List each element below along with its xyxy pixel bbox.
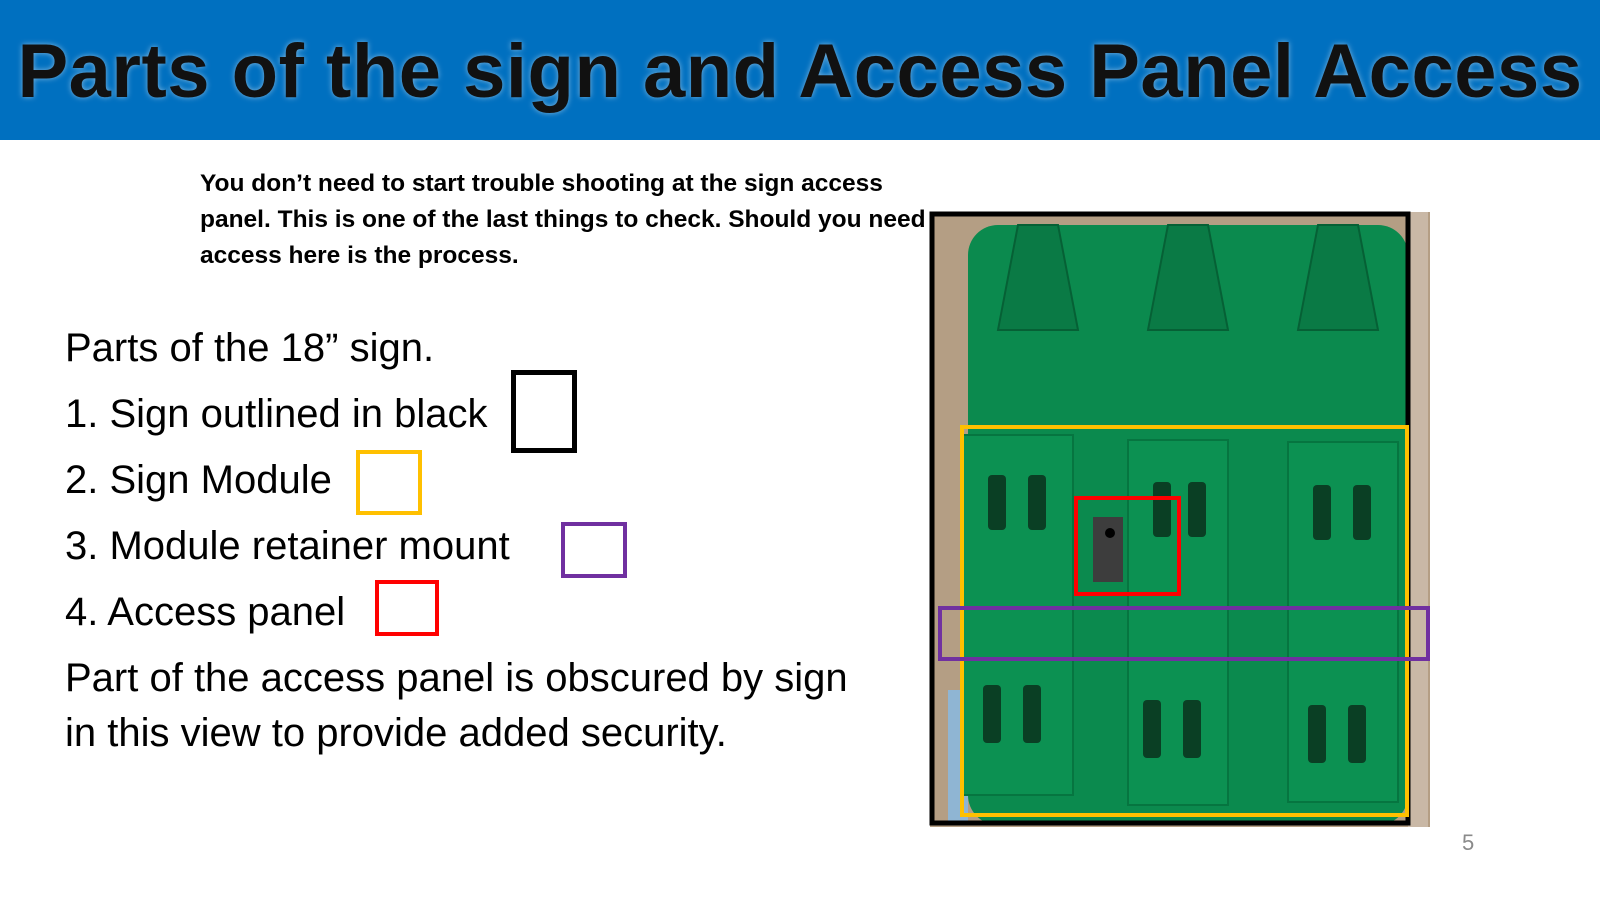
legend-item-sign: 1. Sign outlined in black (65, 392, 488, 436)
note-line-2: in this view to provide added security. (65, 711, 727, 755)
page-number: 5 (1462, 830, 1475, 855)
access-panel-plate (1093, 517, 1123, 582)
title-banner: Parts of the sign and Access Panel Acces… (0, 0, 1600, 140)
legend-swatch-purple (561, 522, 627, 578)
access-panel-outline (1074, 496, 1181, 596)
legend-item-access-panel: 4. Access panel (65, 590, 346, 634)
sign-photo (929, 211, 1430, 827)
intro-text: You don’t need to start trouble shooting… (200, 170, 926, 269)
retainer-mount-outline (938, 606, 1430, 661)
slide-title: Parts of the sign and Access Panel Acces… (17, 29, 1583, 114)
legend-swatch-red (375, 580, 439, 636)
legend-item-retainer: 3. Module retainer mount (65, 524, 510, 568)
sign-module-outline (960, 425, 1409, 817)
parts-heading: Parts of the 18” sign. (65, 326, 435, 370)
legend-item-module: 2. Sign Module (65, 458, 332, 502)
legend-swatch-yellow (356, 450, 422, 515)
note-line-1: Part of the access panel is obscured by … (65, 656, 848, 700)
legend-swatch-black (511, 370, 577, 453)
